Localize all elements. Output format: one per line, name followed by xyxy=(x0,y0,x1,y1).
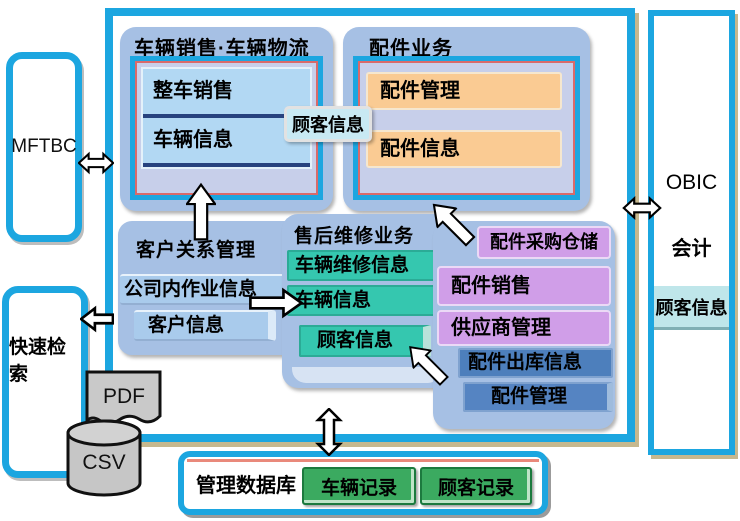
mftbc-label: MFTBC xyxy=(11,136,77,157)
vehicle-info-bar: 车辆信息 xyxy=(143,118,310,167)
mftbc-sync-arrow-icon xyxy=(78,148,114,178)
client-info-bar: 客户信息 xyxy=(134,310,276,341)
internal-work-info-bar: 公司内作业信息 xyxy=(120,274,296,305)
csv-label: CSV xyxy=(82,451,126,474)
vehicle-sales-group: 车辆销售·车辆物流 整车销售 车辆信息 xyxy=(120,27,333,211)
after-sales-group: 售后维修业务 车辆维修信息 车辆信息 顾客信息 xyxy=(282,214,452,388)
mftbc-box: MFTBC xyxy=(6,52,82,242)
csv-database-icon: CSV xyxy=(64,417,144,499)
parts-to-customerinfo-arrow-icon xyxy=(397,334,458,395)
vehicle-repair-info-bar: 车辆维修信息 xyxy=(287,250,443,281)
crm-to-sales-arrow-icon xyxy=(186,178,216,246)
vehicle-records-bar: 车辆记录 xyxy=(302,467,416,505)
obic-label: OBIC xyxy=(665,171,718,194)
quick-search-arrow-icon xyxy=(80,305,114,333)
quick-search-box: 快速检索 xyxy=(2,286,88,478)
quick-search-label: 快速检索 xyxy=(9,337,67,385)
customer-records-bar: 顾客记录 xyxy=(420,467,532,505)
parts-business-frame: 配件管理 配件信息 xyxy=(353,56,580,200)
vehicle-sales-frame: 整车销售 车辆信息 xyxy=(130,56,323,200)
parts-purchase-storage-bar: 配件采购仓储 xyxy=(477,226,611,259)
vehicle-info-bar-2: 车辆信息 xyxy=(287,285,443,316)
after-sales-title: 售后维修业务 xyxy=(294,226,415,247)
management-database-box: 管理数据库 车辆记录 顾客记录 xyxy=(178,451,548,515)
parts-business-group: 配件业务 配件管理 配件信息 xyxy=(343,27,590,211)
whole-vehicle-sales-bar: 整车销售 xyxy=(143,69,310,118)
parts-management-bar: 配件管理 xyxy=(366,72,562,110)
parts-info-bar: 配件信息 xyxy=(366,130,562,168)
crm-title: 客户关系管理 xyxy=(136,240,257,261)
obic-accounting-box: OBIC 会计 顾客信息 xyxy=(648,10,735,455)
vehicle-sales-title: 车辆销售·车辆物流 xyxy=(134,38,310,60)
obic-sync-arrow-icon xyxy=(618,195,666,221)
parts-mgmt-group: 配件采购仓储 配件销售 供应商管理 配件出库信息 配件管理 xyxy=(433,221,615,429)
parts-business-title: 配件业务 xyxy=(369,38,453,60)
crm-to-aftersales-arrow-icon xyxy=(249,287,303,319)
parts-sales-bar: 配件销售 xyxy=(437,266,611,306)
crm-group: 客户关系管理 公司内作业信息 客户信息 xyxy=(118,221,298,355)
obic-customer-info-label: 顾客信息 xyxy=(655,297,728,318)
pdf-file-icon: PDF xyxy=(83,369,165,435)
customer-info-tag: 顾客信息 xyxy=(284,106,372,142)
database-sync-arrow-icon xyxy=(315,408,343,456)
parts-to-partsbusiness-arrow-icon xyxy=(417,188,486,257)
supplier-management-bar: 供应商管理 xyxy=(437,310,611,346)
parts-outbound-info-bar: 配件出库信息 xyxy=(458,348,613,378)
accounting-label: 会计 xyxy=(671,238,712,260)
management-database-title: 管理数据库 xyxy=(196,474,296,497)
pdf-label: PDF xyxy=(103,385,145,408)
parts-management-bar-2: 配件管理 xyxy=(463,382,613,412)
customer-info-bar: 顾客信息 xyxy=(299,325,431,357)
obic-customer-info-band: 顾客信息 xyxy=(654,286,729,330)
